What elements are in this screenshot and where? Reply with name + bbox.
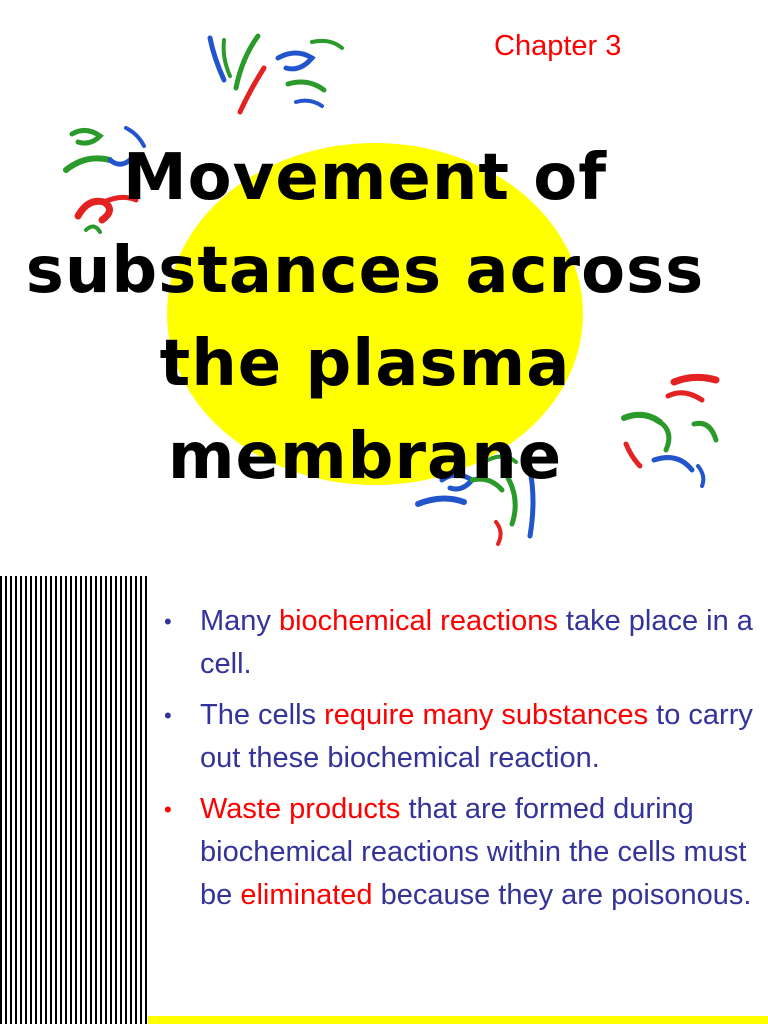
- bullet-text: that are formed during biochemical react…: [200, 793, 747, 911]
- title-line: the plasma: [159, 327, 571, 401]
- bullet-item: • Waste products that are formed during …: [160, 788, 765, 917]
- bullet-highlight: biochemical reactions: [278, 605, 558, 637]
- yellow-circle: [167, 143, 583, 485]
- bullet-list: • Many biochemical reactions take place …: [160, 600, 765, 925]
- bullet-text: to carry out these biochemical reaction.: [200, 699, 753, 774]
- bullet-highlight: require many substances: [324, 699, 649, 731]
- title-slide: Chapter 3 Movement of substances across …: [0, 30, 730, 546]
- dancing-figures-left-icon: [63, 126, 146, 234]
- bullet-highlight: Waste products: [200, 793, 401, 825]
- bullet-text: Many: [200, 605, 279, 637]
- bullet-text: because they are poisonous.: [372, 879, 752, 911]
- title-line: membrane: [167, 420, 563, 494]
- barcode-stripes: [0, 576, 148, 1024]
- slide-title: Movement of substances across the plasma…: [0, 132, 730, 504]
- dancing-figures-top-icon: [207, 33, 344, 115]
- title-line: Movement of: [122, 141, 608, 215]
- chapter-label: Chapter 3: [494, 30, 622, 62]
- bullet-item: • Many biochemical reactions take place …: [160, 600, 765, 686]
- bullet-text: take place in a cell.: [200, 605, 753, 680]
- title-line: substances across: [25, 234, 705, 308]
- dancing-figures-right-icon: [621, 373, 720, 488]
- bullet-text: The cells: [200, 699, 325, 731]
- dancing-figures-bottom-icon: [415, 454, 536, 546]
- yellow-stripe: [148, 1016, 768, 1024]
- bullet-dot-icon: •: [164, 703, 172, 728]
- bullet-slide: • Many biochemical reactions take place …: [0, 548, 768, 1024]
- bullet-dot-icon: •: [164, 797, 172, 822]
- bullet-highlight: eliminated: [240, 879, 373, 911]
- bullet-item: • The cells require many substances to c…: [160, 694, 765, 780]
- bullet-dot-icon: •: [164, 609, 172, 634]
